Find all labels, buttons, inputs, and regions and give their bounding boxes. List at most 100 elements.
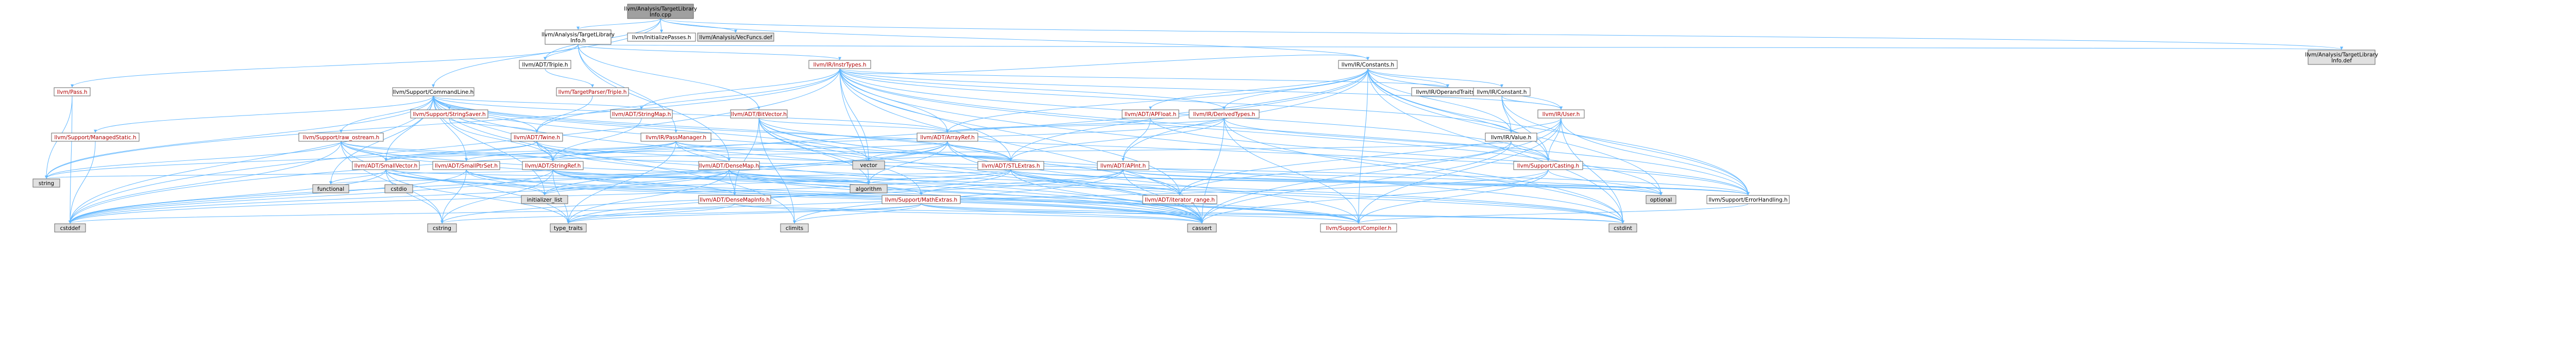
node-box [1338, 60, 1398, 69]
node-twine[interactable]: llvm/ADT/Twine.h [511, 133, 563, 142]
node-label: llvm/IR/Constants.h [1342, 62, 1394, 68]
edge-managedstatic-to-cstddef [69, 141, 96, 224]
edge-densemap-to-densemapinfo [728, 169, 736, 195]
node-cstdio: cstdio [384, 184, 413, 193]
node-label: llvm/ADT/Twine.h [514, 135, 560, 141]
edge-insttypes-to-string [45, 68, 840, 179]
node-tgtparser[interactable]: llvm/TargetParser/Triple.h [556, 87, 629, 96]
node-apfloat[interactable]: llvm/ADT/APFloat.h [1122, 109, 1179, 119]
edge-tli_h-to-pass [71, 44, 579, 88]
node-value[interactable]: llvm/IR/Value.h [1485, 133, 1537, 142]
node-box [1097, 161, 1149, 170]
node-box [1142, 195, 1217, 204]
edge-bitvector-to-cstdint [758, 118, 1624, 224]
node-constants[interactable]: llvm/IR/Constants.h [1338, 60, 1398, 69]
edge-arrayref-to-algorithm [867, 141, 948, 185]
node-label: cassert [1192, 225, 1212, 232]
edge-twine-to-string [45, 141, 537, 179]
node-arrayref[interactable]: llvm/ADT/ArrayRef.h [917, 133, 978, 142]
edge-smallvector-to-typetraits [385, 169, 570, 224]
node-box [550, 223, 587, 233]
node-iterrange[interactable]: llvm/ADT/iterator_range.h [1142, 195, 1217, 204]
edge-mathextras-to-cstdint [921, 203, 1624, 224]
node-stringref[interactable]: llvm/ADT/StringRef.h [522, 161, 584, 170]
node-label: llvm/ADT/SmallVector.h [354, 163, 418, 169]
edge-passmanager-to-cassert [675, 141, 1204, 224]
edge-tli_h-to-tli_def [578, 44, 2342, 50]
edge-tgtparser-to-twine [535, 95, 593, 133]
node-initpasses[interactable]: llvm/InitializePasses.h [627, 32, 696, 42]
node-box [627, 4, 694, 19]
edge-cmdline-to-smallptrset [433, 95, 468, 161]
node-rawostream[interactable]: llvm/Support/raw_ostream.h [298, 133, 384, 142]
node-stringmap[interactable]: llvm/ADT/StringMap.h [610, 109, 673, 119]
node-box [977, 161, 1044, 170]
edge-insttypes-to-cstddef [69, 68, 840, 224]
edge-apint-to-cstring [440, 169, 1124, 224]
node-cmdline[interactable]: llvm/Support/CommandLine.h [392, 87, 474, 96]
edge-arrayref-to-smallvector [384, 141, 948, 161]
node-densemapinfo[interactable]: llvm/ADT/DenseMapInfo.h [698, 195, 771, 204]
node-label: llvm/ADT/APInt.h [1100, 163, 1146, 169]
node-stlextras[interactable]: llvm/ADT/STLExtras.h [977, 161, 1044, 170]
node-densemap[interactable]: llvm/ADT/DenseMap.h [698, 161, 760, 170]
node-label: llvm/Support/Casting.h [1517, 163, 1579, 169]
edge-constants-to-apfloat [1149, 68, 1368, 110]
edge-apfloat-to-errhandling [1150, 118, 1750, 195]
node-label: cstdint [1614, 225, 1632, 232]
node-label: cstddef [60, 225, 80, 232]
node-operandtraits[interactable]: llvm/IR/OperandTraits.h [1411, 87, 1484, 96]
edge-densemap-to-typetraits [567, 169, 730, 224]
edge-derivedtypes-to-cstdint [1224, 118, 1624, 224]
edge-bitvector-to-densemapinfo [733, 118, 759, 195]
node-pass[interactable]: llvm/Pass.h [54, 87, 91, 96]
edge-tli_h-to-insttypes [578, 44, 841, 60]
edge-stringmap-to-stringref [551, 118, 642, 161]
edge-user-to-compiler [1357, 118, 1562, 224]
node-insttypes[interactable]: llvm/IR/InstrTypes.h [808, 60, 871, 69]
edge-apfloat-to-arrayref [946, 118, 1151, 133]
node-smallvector[interactable]: llvm/ADT/SmallVector.h [352, 161, 420, 170]
node-smallptrset[interactable]: llvm/ADT/SmallPtrSet.h [432, 161, 500, 170]
node-algorithm: algorithm [850, 184, 888, 193]
node-apint[interactable]: llvm/ADT/APInt.h [1097, 161, 1149, 170]
node-box [511, 133, 563, 142]
node-box [1473, 87, 1531, 96]
node-label: llvm/Support/ErrorHandling.h [1708, 197, 1787, 203]
edge-insttypes-to-constants [839, 54, 1369, 74]
edge-densemapinfo-to-cstddef [69, 203, 735, 224]
node-errhandling[interactable]: llvm/Support/ErrorHandling.h [1706, 195, 1790, 204]
node-user[interactable]: llvm/IR/User.h [1537, 109, 1585, 119]
node-cstddef: cstddef [54, 223, 86, 233]
edge-casting-to-cassert [1200, 169, 1549, 224]
node-derivedtypes[interactable]: llvm/IR/DerivedTypes.h [1189, 109, 1260, 119]
node-box [698, 161, 760, 170]
node-label: llvm/Support/raw_ostream.h [303, 135, 380, 141]
edge-constants-to-value [1367, 68, 1513, 133]
node-passmanager[interactable]: llvm/IR/PassManager.h [640, 133, 711, 142]
node-constant[interactable]: llvm/IR/Constant.h [1473, 87, 1531, 96]
node-bitvector[interactable]: llvm/ADT/BitVector.h [730, 109, 788, 119]
node-box [882, 195, 961, 204]
edge-stringref-to-cstddef [69, 169, 553, 224]
node-label: llvm/ADT/ArrayRef.h [920, 135, 975, 141]
node-box [545, 29, 612, 45]
node-functional: functional [312, 184, 349, 193]
node-label: initializer_list [527, 197, 563, 203]
edge-root-to-tli_def [660, 18, 2343, 50]
node-box [610, 109, 673, 119]
edge-densemap-to-mathextras [728, 169, 923, 195]
node-mathextras[interactable]: llvm/Support/MathExtras.h [882, 195, 961, 204]
edge-stlextras-to-typetraits [567, 169, 1011, 224]
node-managedstatic[interactable]: llvm/Support/ManagedStatic.h [51, 133, 140, 142]
node-stringsaver[interactable]: llvm/Support/StringSaver.h [410, 109, 488, 119]
node-box [1513, 161, 1583, 170]
node-box [54, 223, 86, 233]
node-casting[interactable]: llvm/Support/Casting.h [1513, 161, 1583, 170]
node-label: llvm/ADT/STLExtras.h [981, 163, 1040, 169]
node-compiler[interactable]: llvm/Support/Compiler.h [1320, 223, 1397, 233]
node-triple[interactable]: llvm/ADT/Triple.h [519, 60, 571, 69]
edge-rawostream-to-cstddef [69, 141, 342, 224]
